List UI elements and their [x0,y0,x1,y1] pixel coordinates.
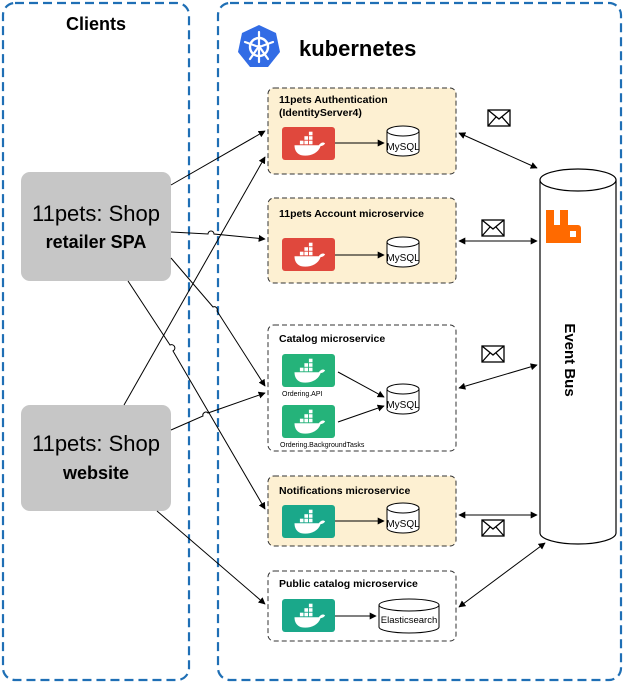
website-to-public-catalog-arrow [156,510,266,605]
website-to-auth-arrow [123,156,266,406]
auth-service-title-line1: 11pets Authentication [279,94,388,106]
spa-client-box [21,172,171,281]
catalog-api-container [282,354,335,387]
notifications-service-title: Notifications microservice [279,485,410,497]
spa-to-auth-arrow [170,130,266,186]
account-container [282,238,335,271]
catalog-tasks-label: Ordering.BackgroundTasks [280,442,365,449]
spa-client-label-line2: retailer SPA [46,232,147,252]
auth-service-title-line2: (IdentityServer4) [279,107,362,119]
catalog-tasks-to-db-arrow [337,404,385,423]
public-catalog-container [282,599,335,632]
auth-db-label: MySQL [386,142,420,153]
auth-eventbus-arrow [458,132,538,169]
website-to-catalog-arrow [170,391,266,431]
website-client-box [21,405,171,511]
catalog-api-label: Ordering.API [282,391,323,398]
catalog-eventbus-arrow [458,363,538,390]
notifications-container [282,505,335,538]
spa-to-catalog-arrow [170,257,266,387]
kubernetes-frame [216,1,623,682]
event-bus-label: Event Bus [561,323,578,396]
account-db-label: MySQL [386,253,420,264]
public-catalog-db-label: Elasticsearch [381,615,438,626]
envelope-icon [481,219,505,237]
clients-title: Clients [66,14,126,34]
envelope-icon [487,109,511,127]
event-bus-cylinder [539,168,617,545]
spa-to-account-arrow [170,230,266,242]
clients-frame [1,1,191,682]
spa-to-notifications-arrow [127,280,266,510]
notifications-db-label: MySQL [386,519,420,530]
auth-container [282,127,335,160]
catalog-db-label: MySQL [386,400,420,411]
website-client-label-line2: website [62,463,129,483]
catalog-service-title: Catalog microservice [279,333,385,345]
website-client-label-line1: 11pets: Shop [32,431,160,456]
public-catalog-service-title: Public catalog microservice [279,578,418,590]
catalog-api-to-db-arrow [337,371,385,398]
rabbitmq-icon [546,210,581,243]
envelope-icon [481,519,505,537]
kubernetes-title: kubernetes [299,36,416,61]
spa-client-label-line1: 11pets: Shop [32,201,160,226]
kubernetes-icon [238,25,280,67]
envelope-icon [481,345,505,363]
catalog-tasks-container [282,405,335,438]
account-service-title: 11pets Account microservice [279,208,424,220]
public-catalog-eventbus-arrow [458,542,546,608]
elasticsearch-db-icon [378,598,440,634]
